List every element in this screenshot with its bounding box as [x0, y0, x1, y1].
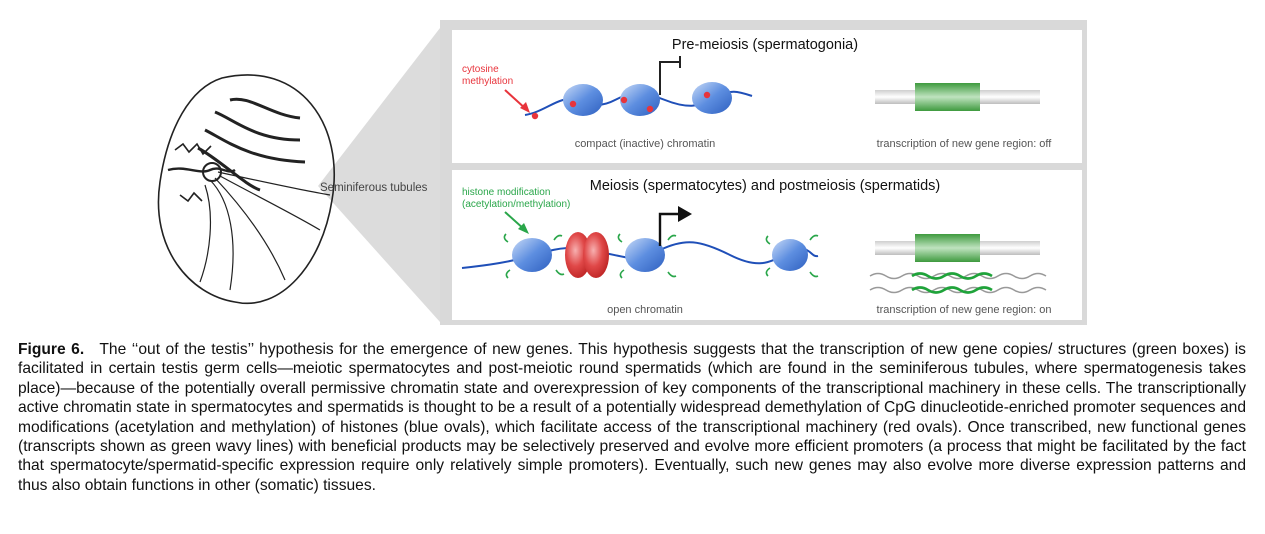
bottom-chromatin-label: open chromatin: [607, 304, 683, 316]
methylation-label-line1: cytosine: [462, 64, 499, 75]
transcript-grey-2: [869, 286, 1047, 294]
methylation-label-line2: methylation: [462, 76, 513, 87]
machinery-oval: [565, 232, 591, 278]
histone-tails: [503, 233, 819, 279]
top-panel-title: Pre-meiosis (spermatogonia): [672, 37, 858, 53]
figure-illustration: Seminiferous tubules Pre-meiosis (sperma…: [157, 20, 1087, 325]
gene-box-top: [915, 83, 980, 111]
nucleosome: [692, 82, 732, 114]
promoter-active: [658, 212, 680, 246]
nucleosomes-bottom: [512, 238, 808, 272]
nucleosome: [512, 238, 552, 272]
methyl-groups: [531, 91, 711, 120]
testis-illustration: [157, 74, 336, 305]
transcript-green-1: [911, 272, 993, 280]
top-transcription-label: transcription of new gene region: off: [877, 138, 1053, 150]
histone-arrowhead: [518, 223, 529, 234]
bottom-transcription-label: transcription of new gene region: on: [877, 304, 1052, 316]
nucleosome: [625, 238, 665, 272]
promoter-inactive: [659, 61, 680, 95]
figure-caption: Figure 6. The ‘‘out of the testis’’ hypo…: [18, 340, 1246, 495]
nucleosome: [772, 239, 808, 271]
transcription-machinery: [565, 232, 609, 278]
histone-label-line2: (acetylation/methylation): [462, 199, 570, 210]
methylation-arrowhead: [520, 102, 530, 113]
transcript-green-2: [911, 286, 993, 294]
machinery-oval: [583, 232, 609, 278]
top-chromatin-label: compact (inactive) chromatin: [575, 138, 716, 150]
histone-label-line1: histone modification: [462, 187, 550, 198]
tubules-label: Seminiferous tubules: [320, 182, 428, 194]
figure-label: Figure 6.: [18, 341, 85, 358]
nucleosome: [563, 84, 603, 116]
zoom-wedge: [318, 28, 440, 322]
gene-box-bottom: [915, 234, 980, 262]
bottom-panel-title: Meiosis (spermatocytes) and postmeiosis …: [590, 178, 941, 194]
caption-text: The ‘‘out of the testis’’ hypothesis for…: [18, 341, 1246, 494]
transcript-grey-1: [869, 272, 1047, 280]
promoter-arrowhead: [678, 206, 692, 222]
figure-6: Seminiferous tubules Pre-meiosis (sperma…: [157, 20, 1087, 325]
